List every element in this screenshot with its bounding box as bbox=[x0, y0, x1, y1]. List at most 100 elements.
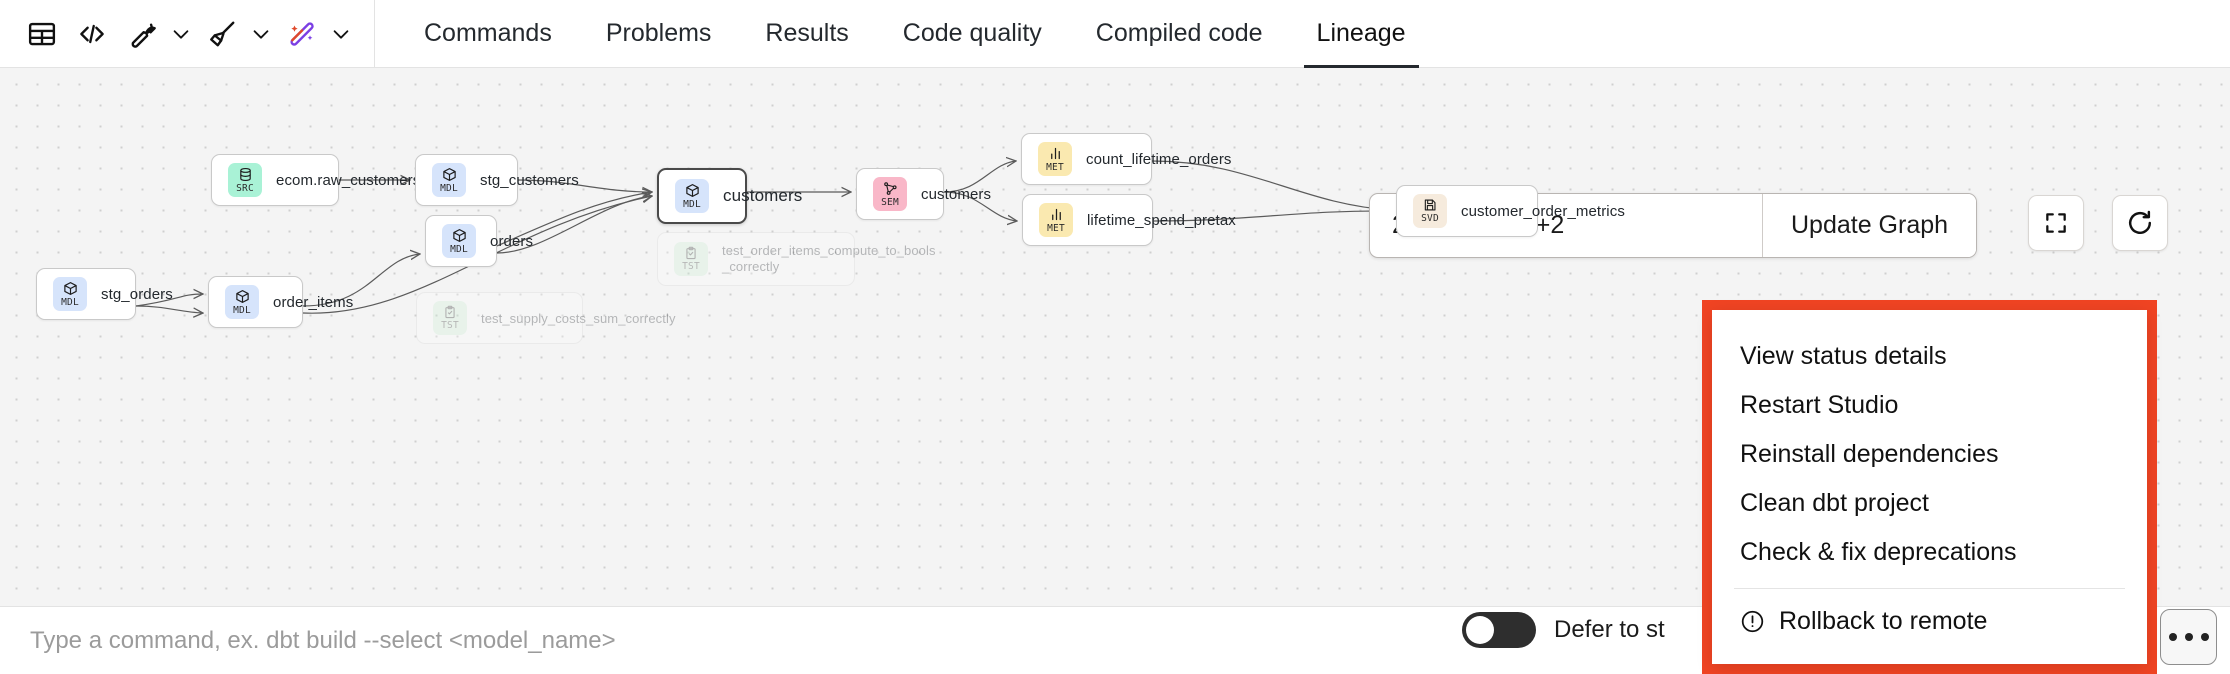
lineage-node-customers-semantic[interactable]: SEM customers bbox=[856, 168, 991, 220]
badge-label: MDL bbox=[683, 198, 701, 210]
graph-selector-bar: Update Graph bbox=[1369, 193, 1978, 258]
badge-src: SRC bbox=[228, 163, 262, 197]
lineage-node-order-items[interactable]: MDL order_items bbox=[208, 276, 353, 328]
menu-item-label: Rollback to remote bbox=[1779, 607, 1988, 635]
badge-tst: TST bbox=[433, 301, 467, 335]
broom-icon[interactable] bbox=[198, 10, 246, 58]
tab-compiled-code[interactable]: Compiled code bbox=[1095, 19, 1263, 47]
cube-icon bbox=[442, 167, 457, 182]
save-icon bbox=[1423, 198, 1437, 212]
node-label: lifetime_spend_pretax bbox=[1087, 211, 1236, 229]
table-view-icon[interactable] bbox=[18, 10, 66, 58]
semantic-icon bbox=[883, 181, 898, 196]
chevron-down-icon[interactable] bbox=[246, 12, 276, 56]
chevron-down-icon[interactable] bbox=[326, 12, 356, 56]
command-input[interactable] bbox=[30, 620, 1430, 661]
tab-lineage[interactable]: Lineage bbox=[1290, 0, 1433, 68]
menu-divider bbox=[1734, 588, 2125, 589]
cube-icon bbox=[685, 183, 700, 198]
fullscreen-button[interactable] bbox=[2028, 195, 2084, 251]
menu-item-check-fix-deprecations[interactable]: Check & fix deprecations bbox=[1712, 528, 2147, 577]
tab-results[interactable]: Results bbox=[765, 19, 849, 47]
node-label: customers bbox=[921, 185, 992, 203]
node-label: stg_customers bbox=[480, 171, 579, 189]
menu-item-label: View status details bbox=[1740, 342, 1947, 370]
lineage-node-stg-orders[interactable]: MDL stg_orders bbox=[36, 268, 173, 320]
alert-circle-icon bbox=[1740, 609, 1765, 634]
refresh-button[interactable] bbox=[2112, 195, 2168, 251]
ellipsis-icon bbox=[2200, 633, 2209, 641]
menu-item-rollback-to-remote[interactable]: Rollback to remote bbox=[1712, 597, 2147, 646]
lineage-node-lifetime-spend-pretax[interactable]: MET lifetime_spend_pretax bbox=[1022, 194, 1236, 246]
lineage-node-count-lifetime-orders[interactable]: MET count_lifetime_orders bbox=[1021, 133, 1231, 185]
tab-problems[interactable]: Problems bbox=[605, 19, 712, 47]
magic-wand-icon[interactable] bbox=[278, 10, 326, 58]
defer-toggle[interactable] bbox=[1462, 612, 1536, 648]
badge-sem: SEM bbox=[873, 177, 907, 211]
node-label: test_order_items_compute_to_bools _corre… bbox=[722, 242, 936, 274]
tools-menu[interactable] bbox=[118, 10, 196, 58]
clipboard-check-icon bbox=[443, 305, 457, 319]
menu-item-label: Clean dbt project bbox=[1740, 489, 1930, 517]
lineage-node-customers-model[interactable]: MDL customers bbox=[657, 168, 802, 224]
expand-icon bbox=[2046, 213, 2066, 233]
toolbar-divider bbox=[374, 0, 375, 68]
node-label: order_items bbox=[273, 293, 354, 311]
cube-icon bbox=[452, 228, 467, 243]
badge-label: MDL bbox=[233, 304, 251, 316]
lineage-node-orders[interactable]: MDL orders bbox=[425, 215, 533, 267]
update-graph-button[interactable]: Update Graph bbox=[1763, 194, 1977, 257]
ellipsis-icon bbox=[2168, 633, 2177, 641]
lineage-node-test-supply-costs[interactable]: TST test_supply_costs_sum_correctly bbox=[416, 292, 675, 344]
node-label: customers bbox=[723, 186, 803, 205]
badge-svd: SVD bbox=[1413, 194, 1447, 228]
tab-code-quality[interactable]: Code quality bbox=[902, 19, 1042, 47]
node-label: customer_order_metrics bbox=[1461, 202, 1625, 220]
node-label: stg_orders bbox=[101, 285, 173, 303]
badge-mdl: MDL bbox=[442, 224, 476, 258]
wrench-icon[interactable] bbox=[118, 10, 166, 58]
node-label: test_supply_costs_sum_correctly bbox=[481, 310, 676, 326]
lineage-node-stg-customers[interactable]: MDL stg_customers bbox=[415, 154, 579, 206]
code-view-icon[interactable] bbox=[68, 10, 116, 58]
lineage-node-customer-order-metrics[interactable]: SVD customer_order_metrics bbox=[1396, 185, 1625, 237]
defer-label: Defer to st bbox=[1554, 616, 1665, 643]
menu-item-reinstall-dependencies[interactable]: Reinstall dependencies bbox=[1712, 430, 2147, 479]
tab-commands[interactable]: Commands bbox=[424, 19, 552, 47]
input-divider bbox=[1762, 194, 1763, 257]
menu-item-restart-studio[interactable]: Restart Studio bbox=[1712, 381, 2147, 430]
menu-item-label: Check & fix deprecations bbox=[1740, 538, 2017, 566]
badge-mdl: MDL bbox=[675, 179, 709, 213]
more-options-button[interactable] bbox=[2160, 609, 2217, 665]
badge-met: MET bbox=[1038, 142, 1072, 176]
chevron-down-icon[interactable] bbox=[166, 12, 196, 56]
lineage-node-ecom-raw-customers[interactable]: SRC ecom.raw_customers bbox=[211, 154, 420, 206]
menu-item-view-status-details[interactable]: View status details bbox=[1712, 332, 2147, 381]
badge-mdl: MDL bbox=[53, 277, 87, 311]
badge-label: SRC bbox=[236, 182, 254, 194]
toolbar-icon-group bbox=[0, 0, 356, 68]
badge-label: MDL bbox=[440, 182, 458, 194]
ai-assist-menu[interactable] bbox=[278, 10, 356, 58]
badge-label: MDL bbox=[450, 243, 468, 255]
toggle-knob bbox=[1466, 616, 1494, 644]
badge-tst: TST bbox=[674, 242, 708, 276]
badge-label: MDL bbox=[61, 296, 79, 308]
badge-label: TST bbox=[682, 261, 700, 272]
menu-item-clean-dbt-project[interactable]: Clean dbt project bbox=[1712, 479, 2147, 528]
panel-tabs: Commands Problems Results Code quality C… bbox=[397, 0, 1433, 68]
cube-icon bbox=[235, 289, 250, 304]
database-icon bbox=[238, 167, 253, 182]
badge-label: SEM bbox=[881, 196, 899, 208]
bar-chart-icon bbox=[1048, 146, 1063, 161]
badge-label: MET bbox=[1047, 222, 1065, 234]
defer-control: Defer to st bbox=[1462, 612, 1665, 648]
clipboard-check-icon bbox=[684, 246, 698, 260]
lineage-node-test-order-items[interactable]: TST test_order_items_compute_to_bools _c… bbox=[657, 232, 935, 286]
editor-toolbar: Commands Problems Results Code quality C… bbox=[0, 0, 2230, 68]
badge-label: SVD bbox=[1421, 213, 1439, 224]
format-menu[interactable] bbox=[198, 10, 276, 58]
status-context-menu: View status details Restart Studio Reins… bbox=[1712, 310, 2147, 664]
menu-item-label: Reinstall dependencies bbox=[1740, 440, 1999, 468]
